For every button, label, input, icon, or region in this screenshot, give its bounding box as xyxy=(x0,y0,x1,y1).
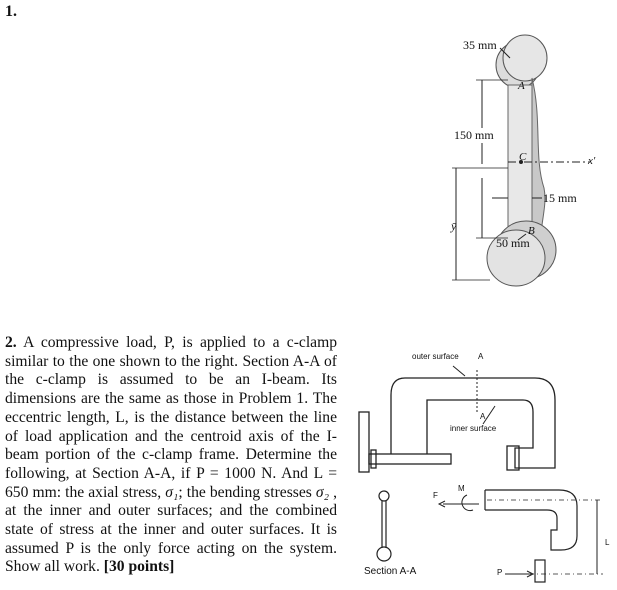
moment-m-arc xyxy=(461,494,474,512)
problem-2-body-c: , at the inner and outer surfaces; and t… xyxy=(5,483,338,576)
section-a-a-label: Section A-A xyxy=(364,566,417,577)
outer-surface-label: outer surface xyxy=(412,352,459,361)
problem-1-number: 1. xyxy=(5,3,17,20)
section-label-a-top: A xyxy=(478,352,484,361)
moment-m-label: M xyxy=(458,484,465,493)
dim-l-label: L xyxy=(605,538,610,547)
dim-bottom-leader xyxy=(517,233,527,241)
problem-2-body-b: ; the bending stresses xyxy=(178,483,312,501)
dim-web-label: 15 mm xyxy=(543,191,577,205)
force-p-head xyxy=(526,570,535,578)
inner-surface-label: inner surface xyxy=(450,424,497,433)
force-f-head xyxy=(437,500,446,508)
dim-length-label: 150 mm xyxy=(454,128,494,143)
points-label: [30 points] xyxy=(103,558,175,576)
label-b: B xyxy=(528,225,535,237)
label-y-bar: ȳ xyxy=(451,219,457,233)
label-a: A xyxy=(518,80,525,92)
clamp-frame xyxy=(358,377,556,473)
dim-top-leader xyxy=(499,47,511,59)
section-label-a-mid: A xyxy=(480,412,486,421)
outer-leader xyxy=(452,365,466,377)
force-p-label: P xyxy=(497,568,503,577)
problem-2-number: 2. xyxy=(5,334,17,351)
free-body-frame xyxy=(484,489,578,583)
force-f-label: F xyxy=(433,491,438,500)
label-c: C xyxy=(519,151,527,163)
dim-bottom-label: 50 mm xyxy=(496,236,530,250)
dim-top-label: 35 mm xyxy=(463,38,497,52)
section-a-a-shape xyxy=(376,490,392,562)
inner-leader xyxy=(482,405,496,425)
problem-2-body-a: A compressive load, P, is applied to a c… xyxy=(5,334,337,501)
label-x-prime: x′ xyxy=(588,155,596,167)
figure-1-link xyxy=(452,34,590,287)
sigma-1: σ₁ xyxy=(165,483,179,501)
centroid-point xyxy=(519,160,523,164)
figure-2-c-clamp xyxy=(358,365,603,583)
problem-2-text: 2. A compressive load, P, is applied to … xyxy=(5,334,337,577)
sigma-2: σ₂ xyxy=(315,483,330,501)
